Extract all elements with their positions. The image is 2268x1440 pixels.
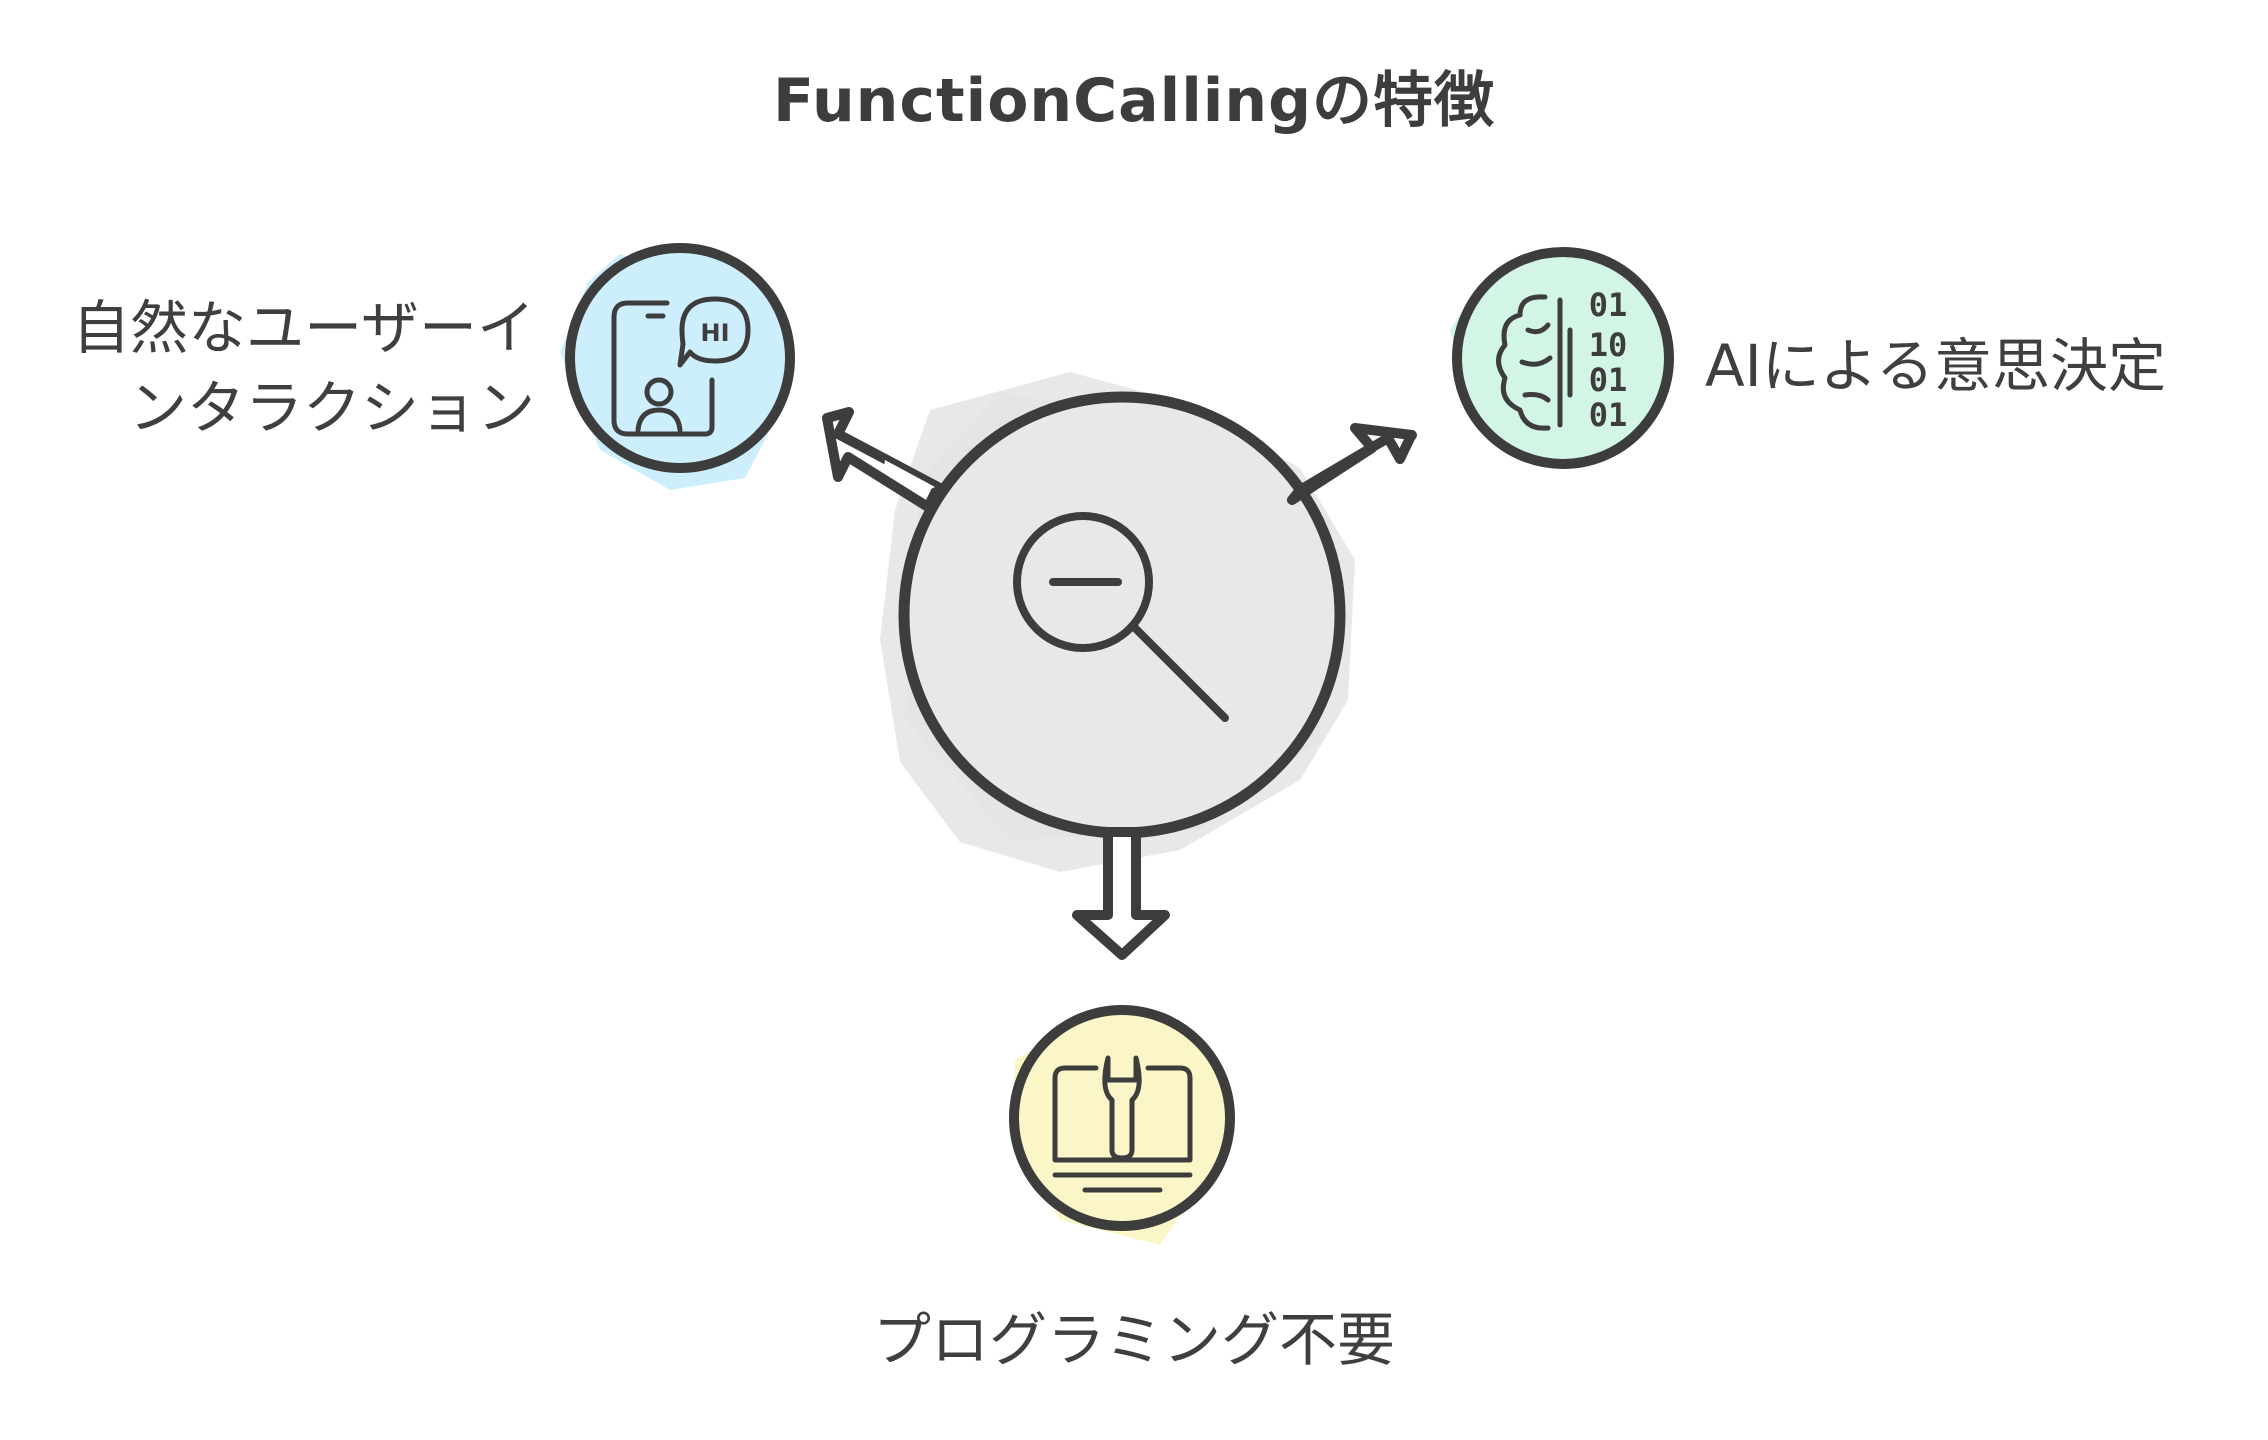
natural-interaction-node: HI <box>560 243 795 490</box>
natural-interaction-label: 自然なユーザーイ ンタラクション <box>0 288 535 448</box>
binary-digit-3: 01 <box>1589 361 1628 399</box>
binary-digit-4: 01 <box>1589 396 1628 434</box>
arrow-to-natural-interaction <box>822 407 943 512</box>
natural-interaction-label-line-1: 自然なユーザーイ <box>72 294 535 362</box>
center-circle <box>898 391 1346 839</box>
binary-digit-1: 01 <box>1589 286 1628 324</box>
center-node <box>880 372 1355 872</box>
arrow-to-no-programming <box>1072 827 1170 960</box>
natural-interaction-icon-text: HI <box>700 319 729 347</box>
magnifier-minus-icon <box>1013 512 1229 722</box>
ai-decision-label: AIによる意思決定 <box>1705 332 2167 400</box>
diagram-title: FunctionCallingの特徴 <box>772 66 1496 136</box>
no-programming-node <box>1009 1005 1235 1245</box>
brain-binary-icon <box>1496 294 1573 431</box>
ai-decision-node: 01 10 01 01 <box>1450 247 1674 469</box>
natural-interaction-label-line-2: ンタラクション <box>128 374 535 442</box>
wrench-monitor-icon <box>1052 1055 1193 1193</box>
phone-chat-icon <box>611 296 751 437</box>
ai-decision-circle <box>1452 247 1674 469</box>
no-programming-label: プログラミング不要 <box>872 1306 1395 1374</box>
arrow-to-ai-decision <box>1287 423 1417 505</box>
binary-digit-2: 10 <box>1589 326 1628 364</box>
no-programming-circle <box>1009 1005 1235 1231</box>
